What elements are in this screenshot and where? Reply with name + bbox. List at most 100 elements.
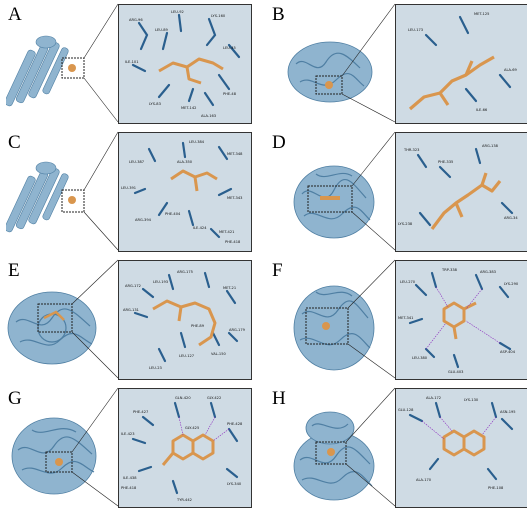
residue-label: LYS-340	[227, 482, 242, 486]
residue-label: ARG-394	[135, 218, 152, 222]
residue-label: LYS-160	[211, 14, 226, 18]
residue-label: VAL-150	[211, 352, 226, 356]
residue-label: LEU-92	[171, 10, 184, 14]
residue-label: ASN-195	[500, 410, 516, 414]
residue-label: ARG-96	[129, 18, 143, 22]
binding-site-zoom: MET-125 LEU-173 ALA-69 ILE-66	[395, 4, 527, 124]
panel-letter: B	[272, 4, 285, 25]
residue-label: LYS-130	[464, 398, 479, 402]
binding-site-zoom: LEU-384 LEU-387 ALA-350 MET-348 LEU-391 …	[118, 132, 252, 252]
connector-lines	[347, 259, 396, 379]
residue-label: GLY-422	[207, 396, 221, 400]
residue-label: LEU-387	[129, 160, 144, 164]
residue-label: LEU-391	[121, 186, 136, 190]
residue-label: LEU-193	[153, 280, 168, 284]
panel-letter: D	[272, 132, 286, 153]
panel-letter: C	[8, 132, 21, 153]
residue-label: TYR-442	[176, 498, 192, 502]
residue-label: GLU-128	[398, 408, 414, 412]
protein-overview	[6, 35, 85, 107]
panel-letter: F	[272, 260, 283, 281]
residue-label: PHE-89	[191, 324, 205, 328]
panel-c: C LEU-384 LEU-387 ALA-350 MET-348	[0, 128, 263, 256]
binding-site-zoom: ARG-175 LEU-193 ARG-172 MET-21 ARG-131 L…	[118, 260, 252, 380]
residue-label: LEU-89	[155, 28, 168, 32]
binding-site-zoom: ALA-172 GLU-128 LYS-130 ASN-195 ALA-170 …	[395, 388, 527, 508]
residue-label: PHE-108	[488, 486, 504, 490]
residue-label: ALA-172	[426, 396, 441, 400]
residue-label: LEU-127	[179, 354, 194, 358]
residue-label: MET-343	[227, 196, 242, 200]
residue-label: ARG-34	[504, 216, 518, 220]
panel-d: D ARG-138 THR-323 PHE-335 ARG-34 LYS-23	[264, 128, 527, 256]
panel-g: G GLN-420 PHE-42	[0, 384, 263, 512]
residue-label: ARG-172	[125, 284, 141, 288]
residue-label: MET-421	[219, 230, 234, 234]
residue-label: ARG-179	[229, 328, 246, 332]
panel-letter: E	[8, 260, 20, 281]
residue-label: ARG-175	[177, 270, 193, 274]
residue-label: ILE-438	[123, 476, 137, 480]
residue-label: LEU-380	[412, 356, 428, 360]
residue-label: ALA-69	[504, 68, 518, 72]
residue-label: LYS-83	[149, 102, 161, 106]
panel-letter: G	[8, 388, 22, 409]
protein-overview	[11, 417, 97, 495]
residue-label: TRP-338	[441, 268, 458, 272]
protein-overview	[287, 41, 373, 103]
residue-label: LYS-238	[398, 222, 413, 226]
residue-label: LEU-384	[189, 140, 205, 144]
residue-label: GLY-425	[185, 426, 199, 430]
residue-label: PHE-428	[227, 422, 243, 426]
residue-label: GLN-420	[175, 396, 191, 400]
residue-label: ILE-424	[193, 226, 207, 230]
residue-label: MET-341	[398, 316, 413, 320]
binding-site-zoom: ARG-138 THR-323 PHE-335 ARG-34 LYS-238	[395, 132, 527, 252]
residue-label: GLU-403	[448, 370, 463, 374]
protein-overview	[7, 291, 97, 365]
panel-f: F TRP-338 LEU-27	[264, 256, 527, 384]
connector-lines	[341, 3, 396, 123]
connector-lines	[71, 387, 119, 507]
residue-label: PHE-335	[438, 160, 453, 164]
residue-label: ILE-423	[121, 432, 135, 436]
residue-label: LEU-45	[223, 46, 236, 50]
residue-label: ASP-404	[500, 350, 516, 354]
residue-label: ALA-170	[416, 478, 432, 482]
connector-lines	[351, 131, 396, 251]
residue-label: ARG-383	[480, 270, 496, 274]
residue-label: MET-125	[474, 12, 489, 16]
residue-label: PHE-48	[223, 92, 237, 96]
connector-lines	[71, 259, 119, 379]
residue-label: PHE-418	[121, 486, 137, 490]
residue-label: LYS-290	[504, 282, 519, 286]
residue-label: PHE-404	[165, 212, 181, 216]
residue-label: PHE-427	[133, 410, 148, 414]
residue-label: ALA-163	[201, 114, 216, 118]
residue-label: LEU-173	[408, 28, 423, 32]
residue-label: MET-21	[223, 286, 236, 290]
residue-label: LEU-23	[149, 366, 162, 370]
panel-letter: H	[272, 388, 286, 409]
residue-label: MET-142	[181, 106, 196, 110]
panel-h: H ALA-172 GLU-128	[264, 384, 527, 512]
protein-overview	[293, 285, 375, 371]
protein-overview	[6, 161, 85, 233]
connector-lines	[345, 387, 396, 507]
protein-overview	[293, 165, 375, 239]
residue-label: THR-323	[403, 148, 419, 152]
panel-letter: A	[8, 4, 22, 25]
binding-site-zoom: ARG-96 LEU-92 LYS-160 ILE-101 LEU-45 LYS…	[118, 4, 252, 124]
protein-overview	[293, 411, 375, 501]
residue-label: PHE-418	[225, 240, 241, 244]
residue-label: ALA-350	[177, 160, 193, 164]
residue-label: ARG-131	[123, 308, 139, 312]
binding-site-zoom: TRP-338 LEU-270 ARG-383 LYS-290 MET-341 …	[395, 260, 527, 380]
residue-label: MET-348	[227, 152, 243, 156]
connector-lines	[83, 3, 119, 123]
residue-label: ILE-101	[125, 60, 139, 64]
panel-b: B MET-125 LEU-173 ALA-69 ILE-66	[264, 0, 527, 128]
residue-label: ARG-138	[482, 144, 499, 148]
panel-a: A ARG-96 LEU-92 LYS-160	[0, 0, 263, 128]
binding-site-zoom: GLN-420 PHE-427 GLY-422 ILE-423 PHE-428 …	[118, 388, 252, 508]
